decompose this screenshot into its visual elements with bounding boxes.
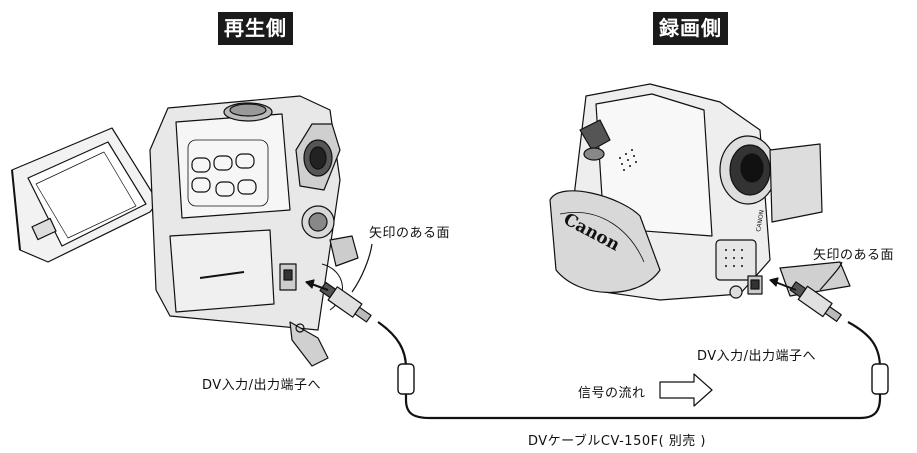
right-ferrite-core [871, 363, 889, 395]
arrow-face-label-right: 矢印のある面 [813, 248, 895, 263]
dv-terminal-label-right: DV入力/出力端子へ [697, 349, 817, 364]
dv-terminal-label-left: DV入力/出力端子へ [202, 378, 322, 393]
recording-camcorder-illustration [549, 83, 851, 301]
recording-side-heading: 録画側 [653, 12, 728, 45]
playback-camcorder-illustration [11, 95, 359, 367]
signal-flow-label: 信号の流れ [578, 386, 646, 401]
body-brand-text: CANON [755, 209, 766, 232]
playback-side-heading: 再生側 [218, 12, 293, 45]
left-dv-plug [319, 281, 372, 323]
dv-cable [377, 321, 882, 420]
cable-name-label: DVケーブルCV-150F( 別売 ) [528, 434, 706, 449]
right-dv-plug [789, 281, 842, 322]
arrow-face-label-left: 矢印のある面 [369, 226, 451, 241]
left-ferrite-core [397, 363, 415, 395]
signal-flow-arrow [659, 373, 713, 407]
